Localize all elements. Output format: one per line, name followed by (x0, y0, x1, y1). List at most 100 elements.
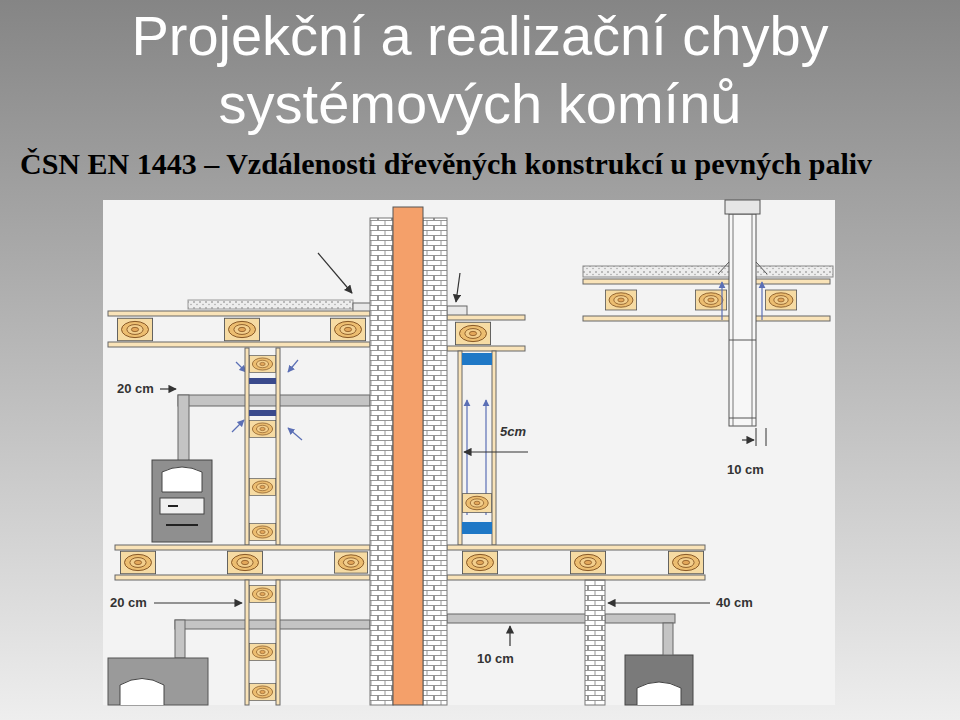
metal-chimney (729, 418, 756, 419)
dimension-arrows (154, 602, 242, 603)
dimension-arrows (160, 388, 176, 389)
ceiling-top-right (605, 290, 636, 310)
ceiling-top-right (583, 316, 830, 321)
stove (152, 460, 212, 542)
stovepipe (178, 395, 189, 461)
stud-wall-left (245, 348, 280, 545)
floor-middle-right (447, 575, 705, 580)
masonry-chimney (370, 218, 393, 705)
dimension-arrows (756, 428, 757, 446)
stove (162, 467, 202, 492)
stud-wall-right (458, 351, 462, 545)
masonry-chimney (423, 218, 447, 705)
metal-chimney (733, 214, 734, 426)
floor-middle-left (227, 551, 262, 574)
lower-right-structure (447, 614, 587, 623)
stud-wall-right (462, 494, 491, 513)
lower-right-structure (637, 682, 681, 705)
floor-upper-left (108, 311, 370, 316)
floor-middle-left (334, 552, 367, 573)
stud-wall-left (276, 348, 280, 545)
lower-left-structure (108, 658, 208, 705)
lower-left-structure (175, 620, 370, 629)
floor-middle-right (447, 545, 705, 550)
lower-right-structure (605, 614, 675, 623)
stud-wall-left (249, 421, 275, 438)
dimension-arrows (154, 253, 766, 646)
floor-upper-left (224, 318, 259, 341)
metal-chimney (718, 200, 767, 426)
lower-left-structure (108, 580, 370, 705)
lower-right-structure (585, 580, 605, 705)
floor-middle-right (462, 551, 497, 574)
stud-wall-left (249, 479, 275, 496)
floor-middle-left (120, 551, 155, 574)
air-flow-arrows (288, 360, 298, 372)
dimension-arrows (318, 253, 352, 293)
dimension-label: 10 cm (727, 462, 764, 478)
floor-middle-right (668, 551, 703, 574)
lower-right-structure (447, 580, 693, 705)
stud-wall-left (249, 524, 275, 541)
stovepipe (178, 395, 370, 461)
stud-wall-left (249, 356, 275, 373)
ceiling-top-right (583, 266, 833, 277)
dimension-label: 5cm (500, 424, 526, 440)
metal-chimney (718, 262, 767, 274)
floor-upper-left (108, 342, 370, 347)
drawing-panel (103, 200, 835, 705)
stovepipe (178, 395, 370, 406)
floor-upper-left (117, 318, 152, 341)
floor-middle-left (115, 545, 370, 550)
stud-wall-right (462, 522, 492, 534)
dimension-arrows (456, 273, 460, 302)
air-flow-arrows (288, 428, 302, 440)
floor-middle-left (115, 545, 370, 580)
dimension-arrows (742, 439, 754, 440)
air-flow-arrows (232, 420, 244, 432)
dimension-label: 40 cm (716, 595, 753, 611)
stud-wall-left (249, 410, 276, 416)
floor-middle-right (570, 551, 605, 574)
subtitle: ČSN EN 1443 – Vzdálenosti dřevěných kons… (20, 146, 872, 182)
lower-left-structure (120, 679, 164, 706)
lower-left-structure (249, 644, 275, 661)
lower-right-structure (663, 623, 673, 655)
floor-upper-right (447, 315, 525, 320)
dimension-arrows (464, 451, 528, 452)
lower-left-structure (249, 586, 275, 603)
ceiling-top-right (765, 290, 796, 310)
floor-upper-left (330, 318, 365, 341)
stud-wall-right (458, 351, 496, 545)
dimension-label: 20 cm (117, 381, 154, 397)
air-flow-arrows (721, 282, 722, 320)
floor-upper-right (447, 306, 525, 351)
dimension-label: 10 cm (477, 651, 514, 667)
stud-wall-left (249, 378, 276, 384)
ceiling-top-right (583, 279, 830, 284)
metal-chimney (752, 214, 753, 426)
dimension-label: 20 cm (110, 595, 147, 611)
stud-wall-left (245, 348, 249, 545)
air-flow-arrows (761, 282, 762, 320)
dimension-arrows (766, 428, 767, 446)
lower-left-structure (276, 580, 280, 705)
dimension-arrows (608, 602, 710, 603)
lower-right-structure (625, 655, 693, 705)
floor-upper-left (108, 300, 371, 347)
floor-upper-left (188, 300, 353, 309)
metal-chimney (729, 214, 756, 426)
floor-middle-left (115, 575, 370, 580)
slide-title: Projekční a realizační chyby systémových… (40, 2, 920, 138)
dimension-arrows (509, 626, 510, 646)
stove (160, 498, 204, 514)
masonry-chimney (370, 207, 447, 705)
stove (168, 505, 178, 507)
metal-chimney (725, 200, 760, 214)
metal-chimney (729, 340, 756, 341)
lower-left-structure (249, 684, 275, 701)
ceiling-top-right (583, 266, 833, 321)
floor-upper-right (455, 322, 490, 345)
stud-wall-right (462, 353, 492, 365)
